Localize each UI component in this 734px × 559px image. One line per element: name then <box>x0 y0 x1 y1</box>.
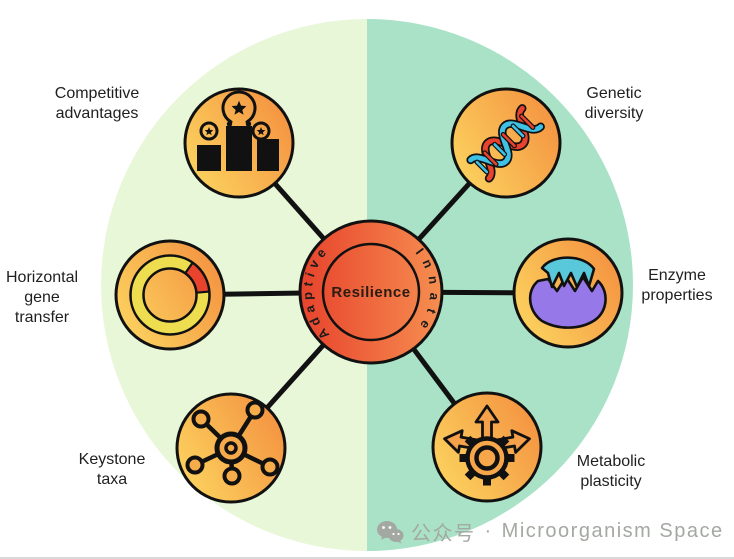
node-keystone-taxa <box>175 392 287 504</box>
background-circle <box>101 19 633 551</box>
bottom-divider <box>0 557 734 559</box>
label-enzyme-properties: Enzyme properties <box>641 266 712 306</box>
watermark-name: Microorganism Space <box>501 520 724 542</box>
innate-half <box>367 19 633 551</box>
label-horizontal-gene-transfer: Horizontal gene transfer <box>6 268 78 328</box>
label-line: Horizontal <box>5 269 79 286</box>
enzyme-substrate-icon <box>528 256 607 329</box>
label-line: transfer <box>14 309 70 326</box>
label-line: Genetic <box>586 85 642 102</box>
label-line: properties <box>641 287 713 304</box>
node-horizontal-gene-transfer <box>114 239 226 351</box>
label-line: advantages <box>55 105 139 122</box>
label-line: taxa <box>96 471 128 488</box>
label-line: Keystone <box>78 451 146 468</box>
podium-stars-icon <box>197 90 279 171</box>
node-enzyme-properties <box>512 237 624 349</box>
center-hub: Resilience Adaptive Innate <box>298 219 444 365</box>
label-line: plasticity <box>580 473 642 490</box>
label-line: gene <box>24 289 60 306</box>
label-line: Competitive <box>54 85 140 102</box>
adaptive-half <box>101 19 367 551</box>
plasmid-icon <box>129 254 211 336</box>
network-hub-icon <box>185 400 280 486</box>
label-line: Metabolic <box>576 453 646 470</box>
watermark-separator: · <box>484 520 493 542</box>
label-metabolic-plasticity: Metabolic plasticity <box>577 452 645 492</box>
wechat-icon <box>377 520 404 543</box>
node-metabolic-plasticity <box>431 391 543 503</box>
node-genetic-diversity <box>450 87 562 199</box>
center-label: Resilience <box>331 284 410 301</box>
label-competitive-advantages: Competitive advantages <box>55 84 139 124</box>
label-genetic-diversity: Genetic diversity <box>585 84 644 124</box>
node-competitive-advantages <box>183 87 295 199</box>
gear-arrows-icon <box>441 404 533 486</box>
watermark-platform: 公众号 <box>411 523 476 545</box>
label-keystone-taxa: Keystone taxa <box>79 450 146 490</box>
watermark: 公众号 · Microorganism Space <box>376 517 724 546</box>
dna-helix-icon <box>466 104 545 183</box>
label-line: Enzyme <box>648 267 706 284</box>
label-line: diversity <box>584 105 644 122</box>
